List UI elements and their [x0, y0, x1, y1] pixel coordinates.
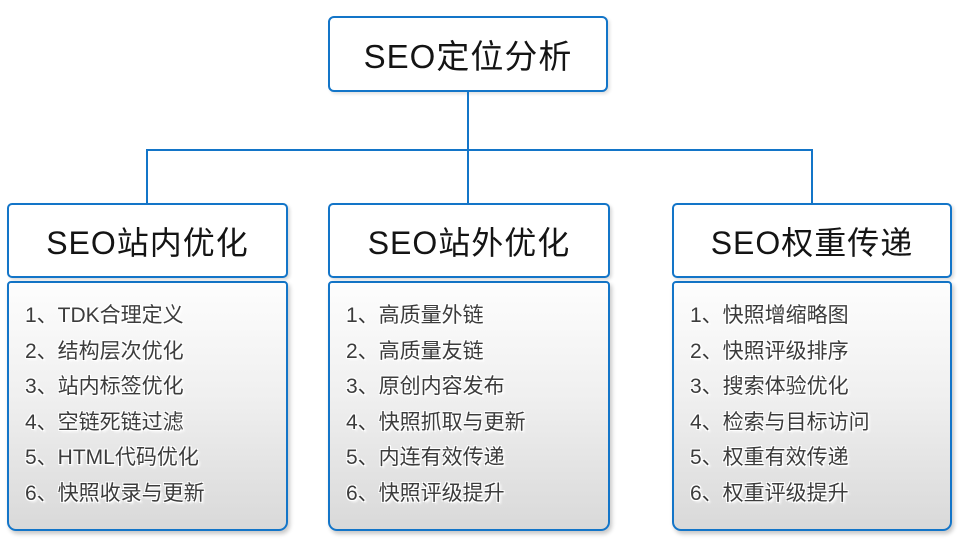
list-item: 1、高质量外链: [346, 304, 484, 327]
list-item: 5、内连有效传递: [346, 446, 505, 469]
branch-list: 1、TDK合理定义 2、结构层次优化 3、站内标签优化 4、空链死链过滤 5、H…: [7, 281, 288, 531]
connector-stub-right: [811, 150, 813, 204]
list-item: 4、空链死链过滤: [25, 410, 184, 434]
branch-title: SEO站外优化: [328, 203, 610, 278]
connector-stub-middle: [467, 150, 469, 204]
list-item: 1、快照增缩略图: [690, 304, 849, 327]
connector-crossbar: [146, 149, 813, 151]
list-item: 4、快照抓取与更新: [346, 410, 526, 434]
list-item: 2、高质量友链: [346, 339, 484, 363]
list-item: 2、结构层次优化: [25, 339, 184, 363]
list-item: 1、TDK合理定义: [25, 304, 184, 327]
list-item: 5、权重有效传递: [690, 446, 849, 469]
list-item: 5、HTML代码优化: [25, 446, 199, 469]
branch-onsite-optimization: SEO站内优化 1、TDK合理定义 2、结构层次优化 3、站内标签优化 4、空链…: [7, 203, 288, 531]
branch-offsite-optimization: SEO站外优化 1、高质量外链 2、高质量友链 3、原创内容发布 4、快照抓取与…: [328, 203, 610, 531]
list-item: 4、检索与目标访问: [690, 410, 870, 434]
list-item: 3、站内标签优化: [25, 375, 184, 398]
branch-title: SEO权重传递: [672, 203, 952, 278]
list-item: 3、原创内容发布: [346, 375, 505, 398]
list-item: 3、搜索体验优化: [690, 375, 849, 398]
connector-stub-left: [146, 150, 148, 204]
connector-root-stem: [467, 92, 469, 150]
list-item: 6、权重评级提升: [690, 481, 849, 505]
root-node-seo-positioning-analysis: SEO定位分析: [328, 16, 608, 92]
branch-title: SEO站内优化: [7, 203, 288, 278]
list-item: 6、快照评级提升: [346, 481, 505, 505]
list-item: 2、快照评级排序: [690, 339, 849, 363]
branch-list: 1、快照增缩略图 2、快照评级排序 3、搜索体验优化 4、检索与目标访问 5、权…: [672, 281, 952, 531]
branch-weight-transfer: SEO权重传递 1、快照增缩略图 2、快照评级排序 3、搜索体验优化 4、检索与…: [672, 203, 952, 531]
list-item: 6、快照收录与更新: [25, 481, 205, 505]
branch-list: 1、高质量外链 2、高质量友链 3、原创内容发布 4、快照抓取与更新 5、内连有…: [328, 281, 610, 531]
